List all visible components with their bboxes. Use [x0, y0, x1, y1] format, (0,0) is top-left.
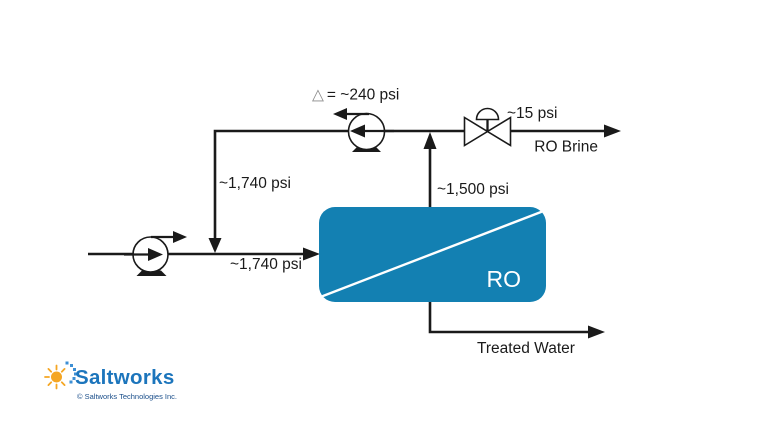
control-valve — [463, 107, 512, 147]
circulation-pump — [333, 108, 394, 152]
sun-pixel — [65, 361, 69, 365]
label-feed-pressure: ~1,740 psi — [230, 256, 302, 273]
recycle-down-arrowhead — [208, 238, 222, 253]
feed-pump — [124, 231, 187, 276]
ro-membrane-unit: RO — [319, 207, 546, 302]
sun-icon — [44, 361, 77, 390]
sun-pixel — [74, 372, 77, 376]
label-riser-pressure: ~1,500 psi — [437, 181, 509, 198]
valve-body-right — [485, 116, 512, 147]
sun-ray — [47, 381, 53, 387]
sun-ray — [47, 367, 53, 373]
valve-actuator-dome — [475, 107, 500, 121]
label-treated-water: Treated Water — [477, 340, 575, 357]
label-delta-pressure-value: = ~240 psi — [327, 87, 399, 104]
feed-into-ro-arrowhead — [303, 247, 320, 261]
label-delta-pressure: △= ~240 psi — [312, 87, 399, 104]
valve-body-left — [463, 116, 490, 147]
feed-pump-direction-arrow — [173, 231, 187, 243]
ro-unit-label: RO — [487, 266, 522, 292]
sun-pixel — [73, 368, 76, 371]
sun-pixel — [70, 364, 73, 367]
feed-pump-base — [136, 270, 167, 276]
sun-pixel — [69, 380, 73, 384]
logo-wordmark: Saltworks — [75, 366, 175, 389]
label-brine-outlet: RO Brine — [534, 139, 598, 156]
circulation-pump-flow-arrow — [350, 124, 365, 138]
sun-ray — [60, 367, 66, 373]
sun-pixel — [72, 377, 76, 380]
riser-up-arrowhead — [423, 132, 437, 149]
sun-ray — [60, 381, 66, 387]
logo-copyright: © Saltworks Technologies Inc. — [77, 392, 177, 401]
circulation-pump-direction-arrow — [333, 108, 347, 120]
treated-water-arrowhead — [588, 325, 605, 339]
saltworks-logo: Saltworks © Saltworks Technologies Inc. — [44, 361, 177, 401]
label-recycle-pressure: ~1,740 psi — [219, 175, 291, 192]
pipe-treated-water — [428, 301, 597, 334]
feed-pump-flow-arrow — [148, 248, 163, 261]
label-valve-outlet-pressure: ~15 psi — [507, 105, 557, 122]
delta-triangle-icon: △ — [312, 87, 325, 104]
brine-outlet-arrowhead — [604, 124, 621, 138]
ro-membrane-diagonal — [321, 210, 543, 298]
sun-core — [51, 371, 62, 383]
